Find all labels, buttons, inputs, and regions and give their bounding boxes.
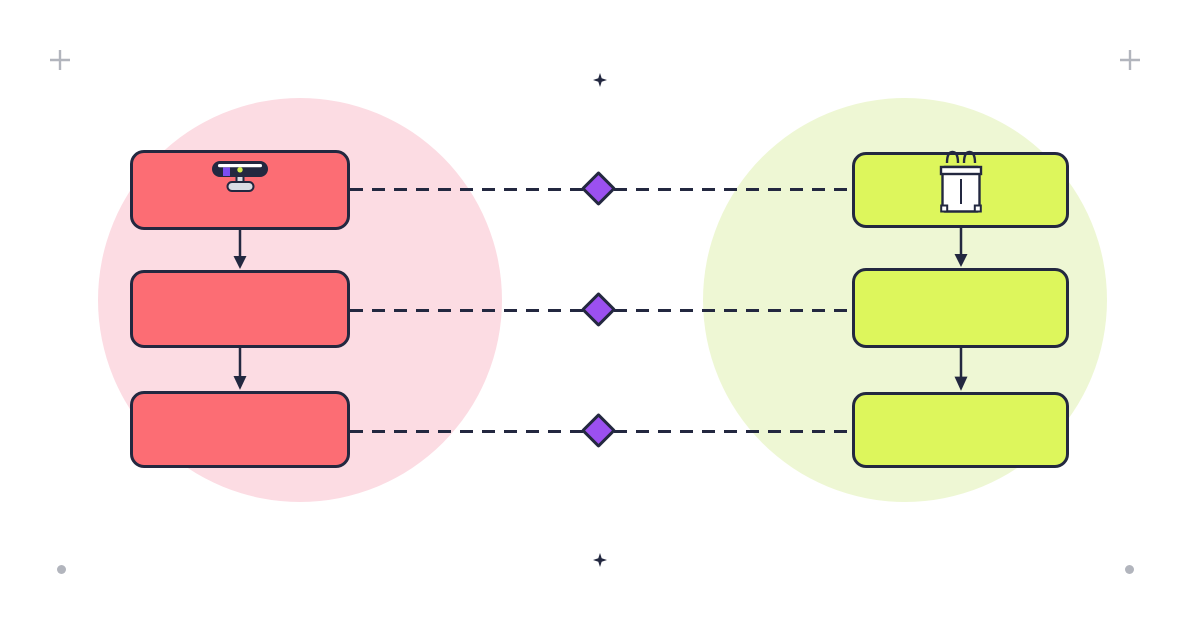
connector-diamond-1 [580, 170, 617, 207]
right-step-2 [852, 268, 1069, 348]
arrow-down-icon [954, 228, 968, 267]
arrow-down-icon [233, 348, 247, 390]
sparkle-icon [593, 73, 607, 87]
shopping-bag-icon [939, 150, 983, 213]
right-step-3 [852, 392, 1069, 468]
left-step-2 [130, 270, 350, 348]
connector-diamond-3 [580, 412, 617, 449]
connector-diamond-2 [580, 291, 617, 328]
arrow-down-icon [233, 230, 247, 269]
sparkle-icon [593, 553, 607, 567]
left-step-1 [130, 150, 350, 230]
plus-decoration-icon [1120, 50, 1140, 70]
arrow-down-icon [954, 348, 968, 391]
sensor-device-icon [212, 161, 268, 192]
right-step-1 [852, 150, 1069, 228]
dot-decoration [1125, 565, 1134, 574]
left-step-3 [130, 391, 350, 468]
dot-decoration [57, 565, 66, 574]
plus-decoration-icon [50, 50, 70, 70]
